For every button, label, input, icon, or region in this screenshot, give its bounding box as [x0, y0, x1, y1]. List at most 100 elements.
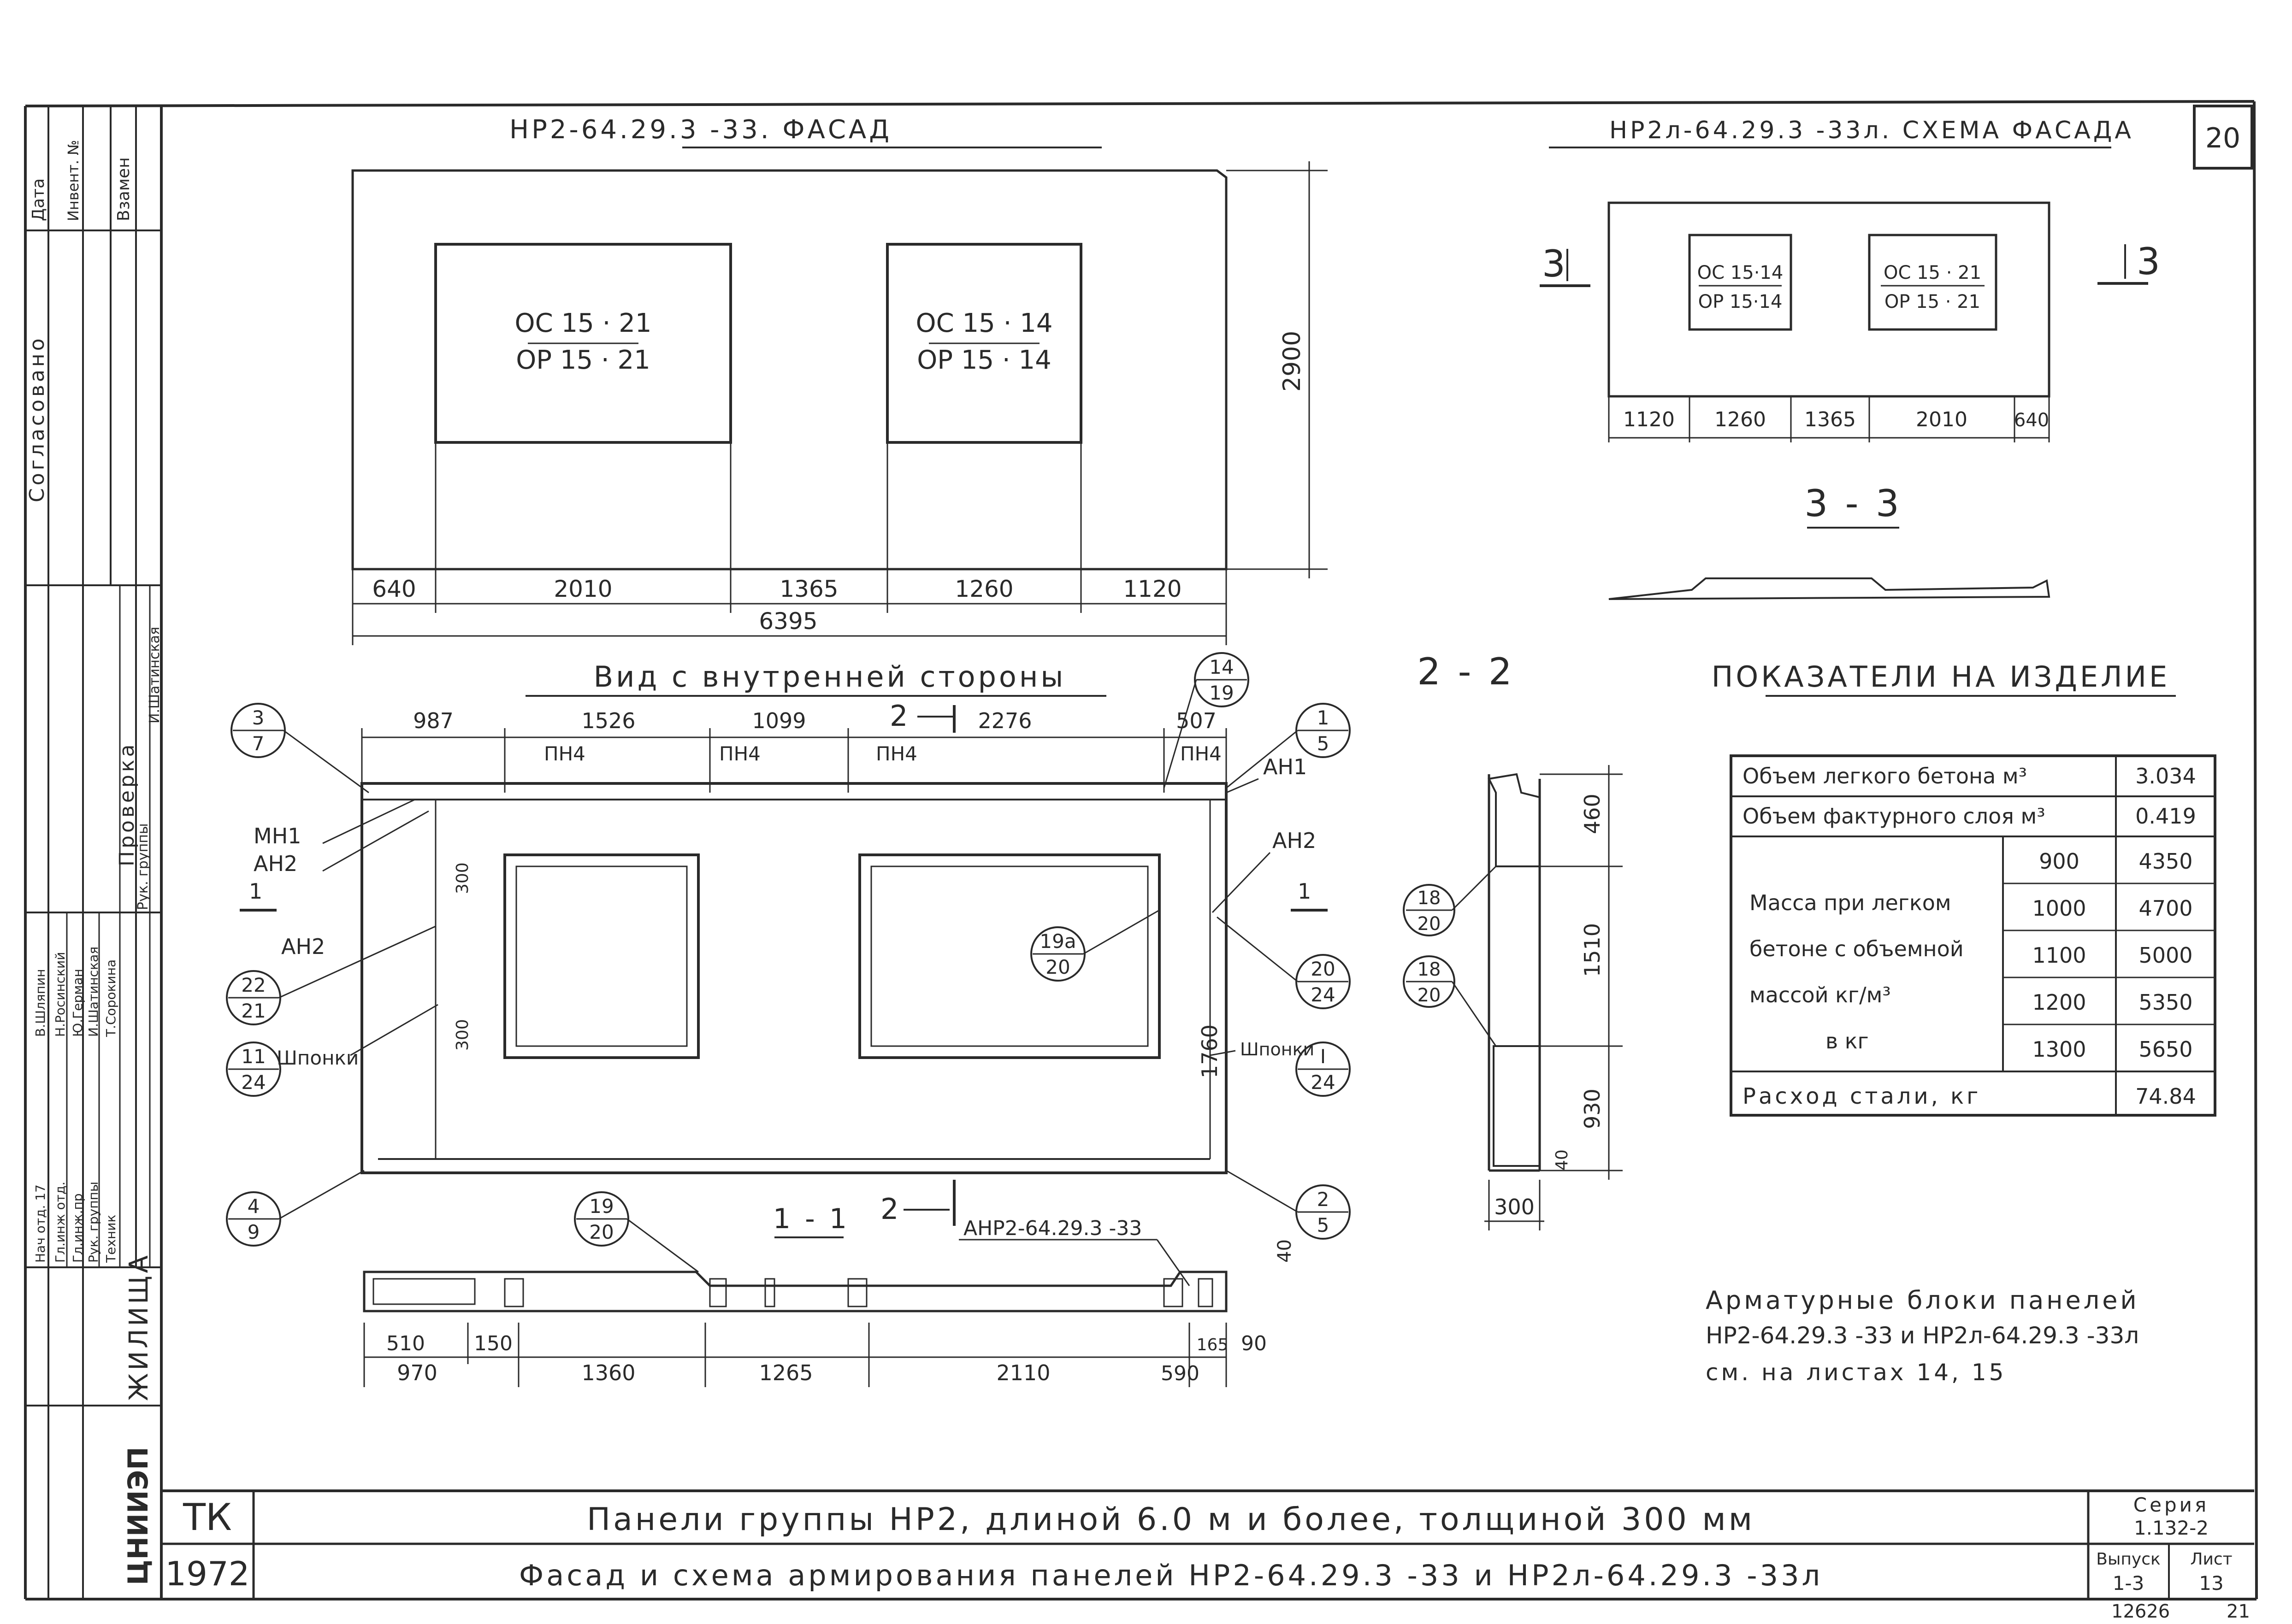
- callout-bubble: 15: [1226, 703, 1351, 789]
- loop-label: ПН4: [544, 742, 585, 765]
- mass-label-line: бетоне с объемной: [1749, 936, 1964, 961]
- label-an1: АН1: [1263, 754, 1307, 779]
- sidebar-agreed: Согласовано: [25, 335, 49, 502]
- sheet-number: 20: [2205, 122, 2240, 154]
- facade-dim: 1260: [955, 576, 1013, 602]
- sheet-corner-note: 21: [2227, 1601, 2250, 1622]
- svg-text:21: 21: [241, 1000, 266, 1022]
- sidebar-checked: Проверка: [115, 742, 139, 866]
- indicators-title: ПОКАЗАТЕЛИ НА ИЗДЕЛИЕ: [1712, 660, 2170, 694]
- indicator-value: 3.034: [2135, 764, 2196, 788]
- mirror-dim: 1120: [1623, 408, 1675, 431]
- mirror-facade: НР2л-64.29.3 -33л. СХЕМА ФАСАДА ОС 15·14…: [1540, 117, 2160, 442]
- window1-label-top: ОС 15 · 21: [515, 308, 652, 338]
- section11-title: 1 - 1: [773, 1203, 850, 1235]
- facade-height-dim: 2900: [1278, 331, 1306, 392]
- label-an2: АН2: [1272, 828, 1316, 853]
- callout-bubble: 37: [230, 703, 369, 794]
- section-2-2: 2 - 2 460 1510 930 40 300 18 20 18 20: [1403, 650, 1623, 1230]
- sheet-frame: [24, 100, 2258, 1600]
- window1-label-bottom: ОР 15 · 21: [516, 345, 650, 375]
- svg-text:5: 5: [1317, 732, 1329, 755]
- section22-title: 2 - 2: [1417, 650, 1515, 693]
- indicator-label: Объем легкого бетона м³: [1743, 764, 2027, 788]
- sidebar-shatinskaya: И.Шатинская: [147, 627, 163, 724]
- sidebar-city: ЖИЛИЩА: [124, 1253, 154, 1401]
- section22-dim: 1510: [1580, 923, 1605, 977]
- title-block: ТК 1972 Панели группы НР2, длиной 6.0 м …: [161, 1489, 2254, 1599]
- section11-top-dim: 510: [386, 1332, 425, 1355]
- section11-bottom-dim: 970: [397, 1360, 437, 1385]
- label-an2: АН2: [281, 934, 325, 959]
- mirror-window2-bottom: ОР 15 · 21: [1884, 291, 1980, 312]
- mass-value: 5000: [2138, 943, 2192, 968]
- mirror-marker-left: 3: [1542, 242, 1565, 285]
- indicator-label: Объем фактурного слоя м³: [1743, 804, 2045, 829]
- svg-text:9: 9: [248, 1221, 260, 1243]
- inner-left-dim: 300: [453, 862, 472, 894]
- mass-value: 4350: [2138, 849, 2192, 874]
- sidebar-date: Дата: [29, 178, 48, 221]
- mass-density: 1200: [2032, 990, 2086, 1015]
- person-name: И.Шатинская: [86, 947, 101, 1037]
- svg-text:4: 4: [248, 1195, 260, 1218]
- left-sidebar: Согласовано Дата Инвент. № Взамен Провер…: [25, 106, 163, 1599]
- mirror-window2-top: ОС 15 · 21: [1884, 262, 1981, 283]
- titleblock-line2: Фасад и схема армирования панелей НР2-64…: [519, 1559, 1823, 1592]
- org-code: ТК: [183, 1496, 232, 1539]
- section11-bottom-dim: 1265: [759, 1360, 813, 1385]
- svg-text:20: 20: [1046, 956, 1070, 978]
- vypusk-value: 1-3: [2113, 1572, 2144, 1595]
- sidebar-inv: Инвент. №: [65, 140, 82, 221]
- mirror-window1-top: ОС 15·14: [1697, 262, 1784, 283]
- seria-label: Серия: [2133, 1494, 2209, 1516]
- section11-block-label: АНР2-64.29.3 -33: [963, 1217, 1142, 1240]
- svg-text:2: 2: [1317, 1188, 1329, 1211]
- mirror-dim: 1260: [1714, 408, 1766, 431]
- svg-text:14: 14: [1209, 656, 1234, 678]
- inner-top-dim: 1099: [752, 708, 806, 733]
- sheet-sub-number: 12626: [2111, 1601, 2170, 1622]
- note-line: НР2-64.29.3 -33 и НР2л-64.29.3 -33л: [1706, 1322, 2139, 1349]
- svg-text:24: 24: [241, 1071, 266, 1094]
- inner-arrow-left: 1: [249, 879, 262, 904]
- loop-label: ПН4: [719, 742, 761, 765]
- facade-view: НР2-64.29.3 -33. ФАСАД ОС 15 · 21 ОР 15 …: [351, 115, 1328, 645]
- person-role: Нач отд. 17: [33, 1184, 48, 1263]
- facade-title: НР2-64.29.3 -33. ФАСАД: [509, 115, 892, 145]
- mass-value: 5650: [2138, 1037, 2192, 1062]
- mass-value: 4700: [2138, 896, 2192, 921]
- svg-text:19: 19: [589, 1195, 614, 1218]
- person-name: Т.Сорокина: [103, 959, 118, 1037]
- loop-label: ПН4: [1180, 742, 1222, 765]
- section11-mark: 2: [880, 1192, 898, 1226]
- section11-bottom-dim: 2110: [996, 1360, 1050, 1385]
- mass-density: 1300: [2032, 1037, 2086, 1062]
- mirror-marker-right: 3: [2137, 240, 2160, 283]
- mirror-dim: 640: [2014, 410, 2049, 431]
- inner-top-dim: 507: [1176, 708, 1217, 733]
- svg-text:3: 3: [252, 706, 265, 729]
- mass-label-line: массой кг/м³: [1749, 983, 1891, 1007]
- mass-label-line: Масса при легком: [1749, 890, 1951, 915]
- svg-text:19а: 19а: [1040, 930, 1076, 953]
- label-an2: АН2: [254, 851, 297, 876]
- facade-dim: 1365: [780, 576, 838, 602]
- person-role: Гл.инж отд.: [53, 1182, 68, 1263]
- person-name: Н.Росинский: [53, 952, 68, 1037]
- mirror-window1-bottom: ОР 15·14: [1698, 291, 1783, 312]
- section11-bottom-dim: 590: [1161, 1362, 1199, 1385]
- section22-dim: 300: [1494, 1194, 1535, 1219]
- svg-text:20: 20: [1418, 913, 1441, 935]
- section11-bottom-dim: 1360: [581, 1360, 635, 1385]
- steel-label: Расход стали, кг: [1743, 1083, 1981, 1109]
- svg-text:20: 20: [589, 1221, 614, 1243]
- sidebar-vzamen: Взамен: [114, 157, 133, 221]
